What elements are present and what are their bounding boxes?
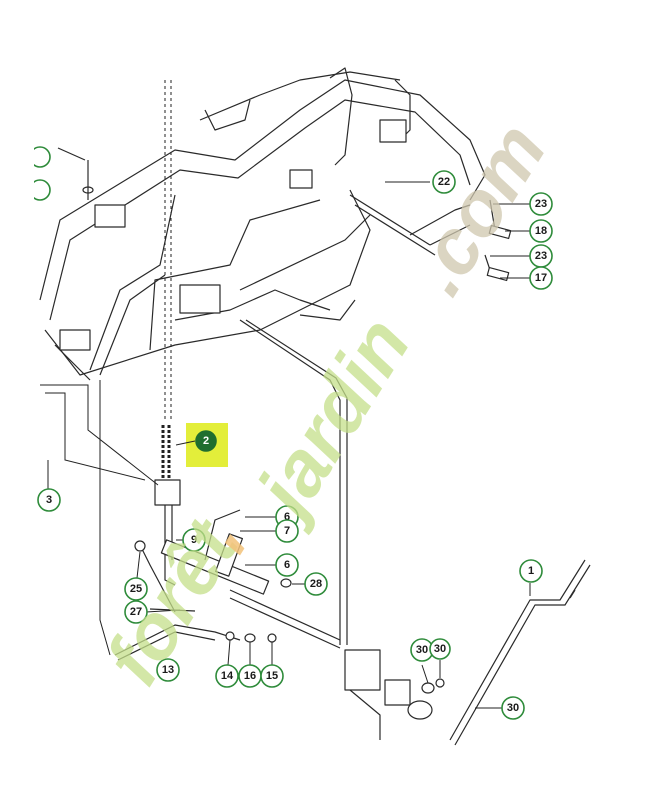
callout-7[interactable]: 7: [275, 519, 299, 543]
callout-25-label: 25: [130, 583, 142, 595]
callout-30-right-label: 30: [434, 643, 446, 655]
callout-23-top[interactable]: 23: [529, 192, 553, 216]
callout-16[interactable]: 16: [238, 664, 262, 688]
callout-7-label: 7: [284, 525, 290, 537]
callout-30-right[interactable]: 30: [429, 638, 451, 660]
callout-18[interactable]: 18: [529, 219, 553, 243]
chain-guide: [164, 80, 172, 420]
callout-22[interactable]: 22: [432, 170, 456, 194]
callout-2[interactable]: 2: [195, 430, 217, 452]
watermark-part2: jardin: [235, 302, 427, 536]
callout-25[interactable]: 25: [124, 577, 148, 601]
leader-lines: [136, 181, 531, 709]
callout-30-bottom-label: 30: [507, 702, 519, 714]
callout-14-label: 14: [221, 670, 234, 682]
callout-1-label: 1: [528, 565, 534, 577]
callout-23-bottom[interactable]: 23: [529, 244, 553, 268]
callout-17[interactable]: 17: [529, 266, 553, 290]
callout-30-left-label: 30: [416, 644, 428, 656]
callout-23-top-label: 23: [535, 198, 547, 210]
callout-28-label: 28: [310, 578, 322, 590]
callout-9-label: 9: [191, 534, 197, 546]
callout-16-label: 16: [244, 670, 256, 682]
callout-3-label: 3: [46, 494, 52, 506]
callout-30-left[interactable]: 30: [410, 638, 434, 662]
callout-9[interactable]: 9: [182, 528, 206, 552]
callout-17-label: 17: [535, 272, 547, 284]
callout-6-bottom-label: 6: [284, 559, 290, 571]
callout-2-label: 2: [203, 435, 209, 447]
callout-28[interactable]: 28: [304, 572, 328, 596]
callout-1[interactable]: 1: [519, 559, 543, 583]
lever-assembly: [40, 319, 591, 746]
callout-22-label: 22: [438, 176, 450, 188]
callout-13[interactable]: 13: [156, 658, 180, 682]
chain: [154, 425, 181, 506]
callout-6-top-label: 6: [284, 511, 290, 523]
callout-14[interactable]: 14: [215, 664, 239, 688]
callout-27[interactable]: 27: [124, 600, 148, 624]
watermark: forêt ' jardin .com: [88, 108, 563, 699]
callout-3[interactable]: 3: [37, 488, 61, 512]
callout-23-bottom-label: 23: [535, 250, 547, 262]
callout-15[interactable]: 15: [260, 664, 284, 688]
callout-27-label: 27: [130, 606, 142, 618]
callout-6-bottom[interactable]: 6: [275, 553, 299, 577]
chassis-frame: [39, 67, 512, 381]
callout-18-label: 18: [535, 225, 547, 237]
edge-callouts: [0, 140, 51, 210]
callout-30-bottom[interactable]: 30: [501, 696, 525, 720]
callout-13-label: 13: [162, 664, 174, 676]
callout-15-label: 15: [266, 670, 278, 682]
